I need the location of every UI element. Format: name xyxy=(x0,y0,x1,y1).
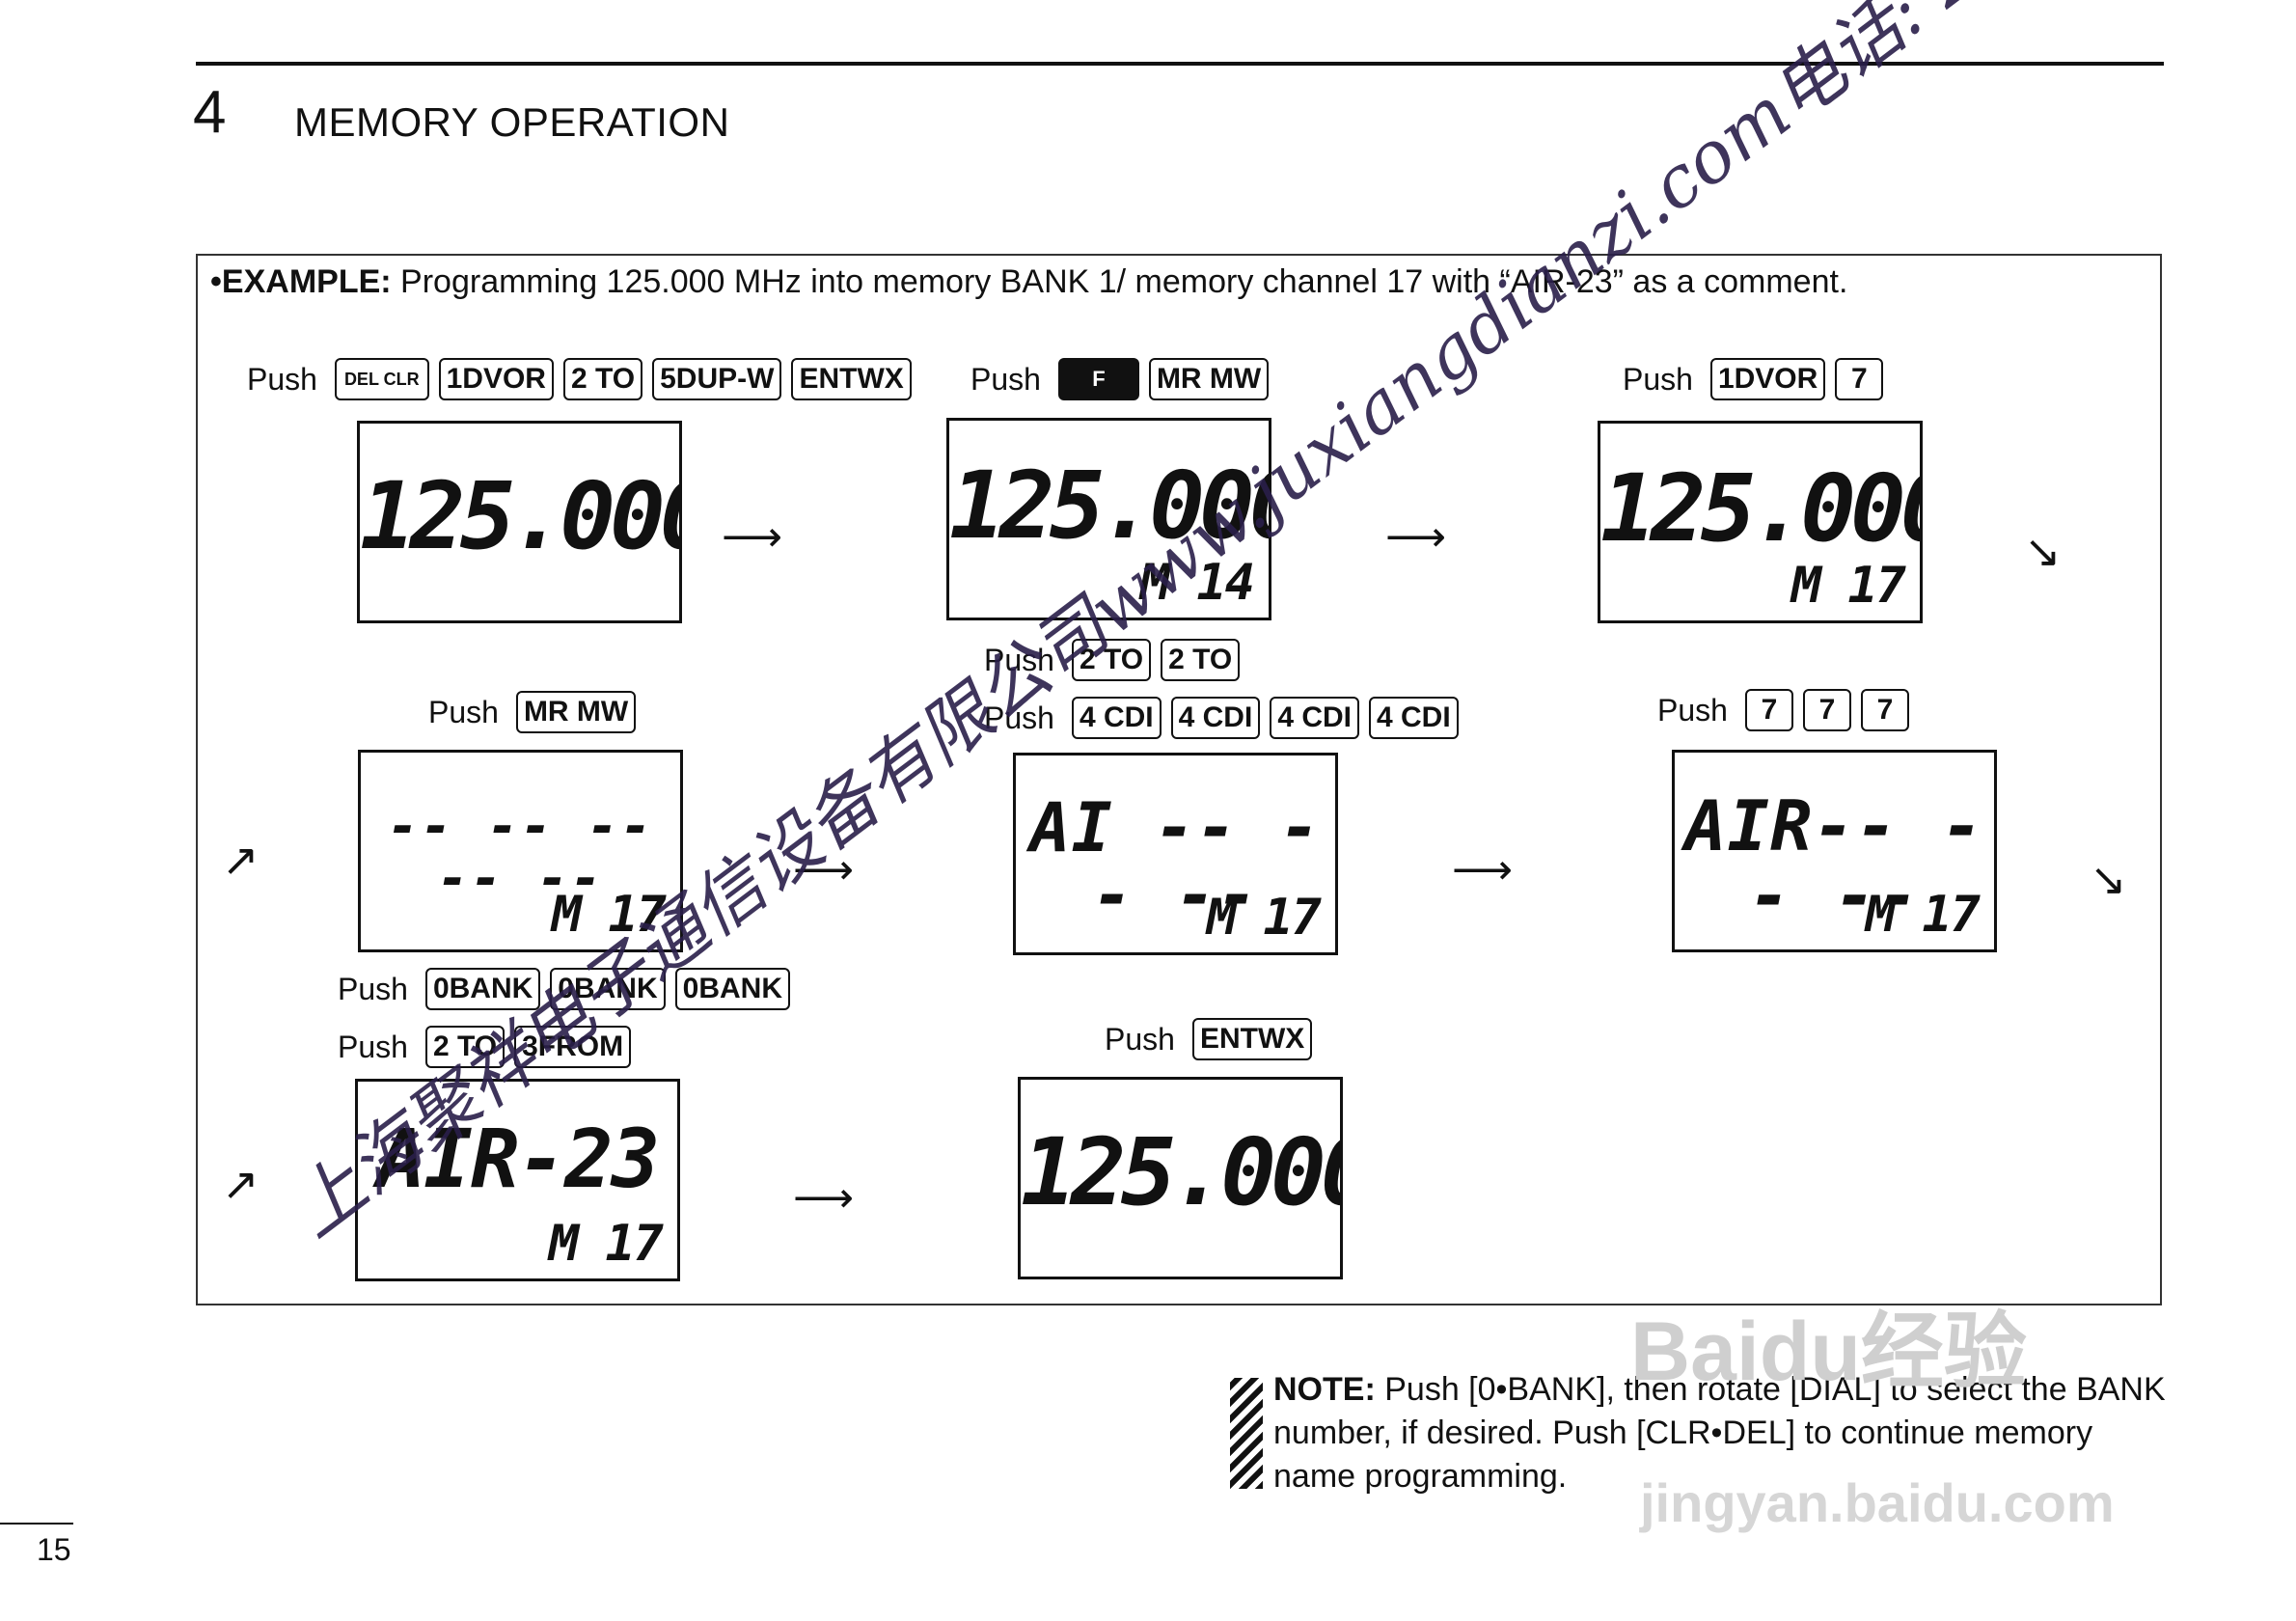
chapter-title: MEMORY OPERATION xyxy=(294,99,730,145)
key-2-to[interactable]: 2 TO xyxy=(424,1026,506,1068)
note-body: Push [0•BANK], then rotate [DIAL] to sel… xyxy=(1273,1371,2166,1495)
key-0-bank[interactable]: 0BANK xyxy=(424,968,541,1010)
example-lead: •EXAMPLE: xyxy=(210,263,392,300)
lcd-display-step3: 125.000 M 17 xyxy=(1598,421,1923,623)
push-label: Push xyxy=(984,700,1054,735)
step6-keys: Push 7 7 7 xyxy=(1657,689,1909,731)
push-label: Push xyxy=(1623,361,1693,397)
key-2-to[interactable]: 2 TO xyxy=(1071,639,1152,681)
baidu-logo: Baidu经验 xyxy=(1630,1305,2027,1398)
turn-arrow-icon: ↗ xyxy=(222,835,260,885)
key-7[interactable]: 7 xyxy=(1744,689,1793,731)
step7-keys-row2: Push 2 TO 3FROM xyxy=(338,1026,632,1068)
key-2-to[interactable]: 2 TO xyxy=(1161,639,1241,681)
top-rule xyxy=(196,62,2164,66)
example-text: Programming 125.000 MHz into memory BANK… xyxy=(400,263,1848,300)
key-7[interactable]: 7 xyxy=(1835,358,1884,400)
key-mr-mw[interactable]: MR MW xyxy=(515,691,637,733)
push-label: Push xyxy=(338,1029,408,1064)
note-text: NOTE: Push [0•BANK], then rotate [DIAL] … xyxy=(1273,1368,2171,1498)
lcd-frequency: 125.000 xyxy=(1021,1118,1343,1226)
push-label: Push xyxy=(984,642,1054,677)
step3-keys: Push 1DVOR 7 xyxy=(1623,358,1884,400)
lcd-memory-channel: M 14 xyxy=(1139,554,1255,612)
lcd-frequency: 125.000 xyxy=(949,452,1271,560)
page-number: 15 xyxy=(37,1532,71,1567)
lcd-memory-channel: M 17 xyxy=(1790,557,1906,615)
key-7[interactable]: 7 xyxy=(1802,689,1851,731)
key-ent-wx[interactable]: ENTWX xyxy=(1191,1018,1313,1060)
baidu-url: jingyan.baidu.com xyxy=(1640,1472,2115,1533)
arrow-right: ⟶ xyxy=(793,846,855,893)
arrow-right: ⟶ xyxy=(793,1174,855,1222)
lcd-memory-channel: M 17 xyxy=(1206,889,1322,947)
key-3-from[interactable]: 3FROM xyxy=(514,1026,632,1068)
lcd-name-field: AI -- -- -- xyxy=(1029,788,1322,935)
turn-arrow-icon: ↗ xyxy=(222,1159,260,1209)
step2-keys: Push F MR MW xyxy=(970,358,1270,400)
lcd-display-step8: 125.000 xyxy=(1018,1077,1343,1279)
key-1-dvor[interactable]: 1DVOR xyxy=(438,358,554,400)
note-lead: NOTE: xyxy=(1273,1371,1376,1408)
step5-keys-row1: Push 2 TO 2 TO xyxy=(984,639,1241,681)
lcd-display-step7: AIR-23 M 17 xyxy=(355,1079,680,1281)
lcd-name-field: AIR-- -- -- xyxy=(1684,785,1984,936)
key-ent-wx[interactable]: ENTWX xyxy=(791,358,912,400)
push-label: Push xyxy=(247,361,317,397)
turn-arrow-icon: ↘ xyxy=(2024,526,2062,576)
chapter-number: 4 xyxy=(193,79,227,146)
example-heading: •EXAMPLE: Programming 125.000 MHz into m… xyxy=(210,263,1848,300)
lcd-memory-channel: M 17 xyxy=(548,1215,664,1273)
push-label: Push xyxy=(1105,1021,1175,1057)
lcd-name-field: -- -- -- -- -- xyxy=(387,796,654,909)
lcd-memory-channel: M 17 xyxy=(1865,886,1981,944)
arrow-right: ⟶ xyxy=(1452,846,1514,893)
lcd-display-step6: AIR-- -- -- M 17 xyxy=(1672,750,1997,952)
push-label: Push xyxy=(970,361,1041,397)
push-label: Push xyxy=(338,971,408,1006)
key-4-cdi[interactable]: 4 CDI xyxy=(1369,697,1459,739)
lcd-frequency: 125.000 xyxy=(1600,454,1923,563)
key-del-clr[interactable]: DEL CLR xyxy=(334,358,429,400)
key-0-bank[interactable]: 0BANK xyxy=(550,968,666,1010)
arrow-right: ⟶ xyxy=(722,513,783,561)
key-4-cdi[interactable]: 4 CDI xyxy=(1170,697,1261,739)
lcd-memory-channel: M 17 xyxy=(551,886,667,944)
step4-keys: Push MR MW xyxy=(428,691,637,733)
step1-keys: Push DEL CLR 1DVOR 2 TO 5DUP-W ENTWX xyxy=(247,358,912,400)
lcd-display-step5: AI -- -- -- M 17 xyxy=(1013,753,1338,955)
key-0-bank[interactable]: 0BANK xyxy=(674,968,791,1010)
key-mr-mw[interactable]: MR MW xyxy=(1148,358,1270,400)
turn-arrow-icon: ↘ xyxy=(2090,854,2127,904)
key-function[interactable]: F xyxy=(1057,358,1139,400)
lcd-frequency: 125.000 xyxy=(360,462,682,570)
push-label: Push xyxy=(1657,692,1728,728)
note-stripes-icon xyxy=(1230,1378,1263,1489)
step5-keys-row2: Push 4 CDI 4 CDI 4 CDI 4 CDI xyxy=(984,697,1459,739)
example-box xyxy=(196,254,2162,1305)
arrow-right: ⟶ xyxy=(1385,513,1447,561)
key-7[interactable]: 7 xyxy=(1860,689,1909,731)
key-4-cdi[interactable]: 4 CDI xyxy=(1071,697,1162,739)
key-2-to[interactable]: 2 TO xyxy=(562,358,643,400)
step8-keys: Push ENTWX xyxy=(1105,1018,1313,1060)
lcd-name-field: AIR-23 xyxy=(376,1112,660,1206)
lcd-display-step4: -- -- -- -- -- M 17 xyxy=(358,750,683,952)
step7-keys-row1: Push 0BANK 0BANK 0BANK xyxy=(338,968,791,1010)
lcd-display-step1: 125.000 xyxy=(357,421,682,623)
key-4-cdi[interactable]: 4 CDI xyxy=(1270,697,1359,739)
lcd-display-step2: 125.000 M 14 xyxy=(946,418,1271,620)
page-rule xyxy=(0,1523,73,1525)
push-label: Push xyxy=(428,694,499,729)
key-1-dvor[interactable]: 1DVOR xyxy=(1709,358,1826,400)
key-5-dup-w[interactable]: 5DUP-W xyxy=(652,358,782,400)
